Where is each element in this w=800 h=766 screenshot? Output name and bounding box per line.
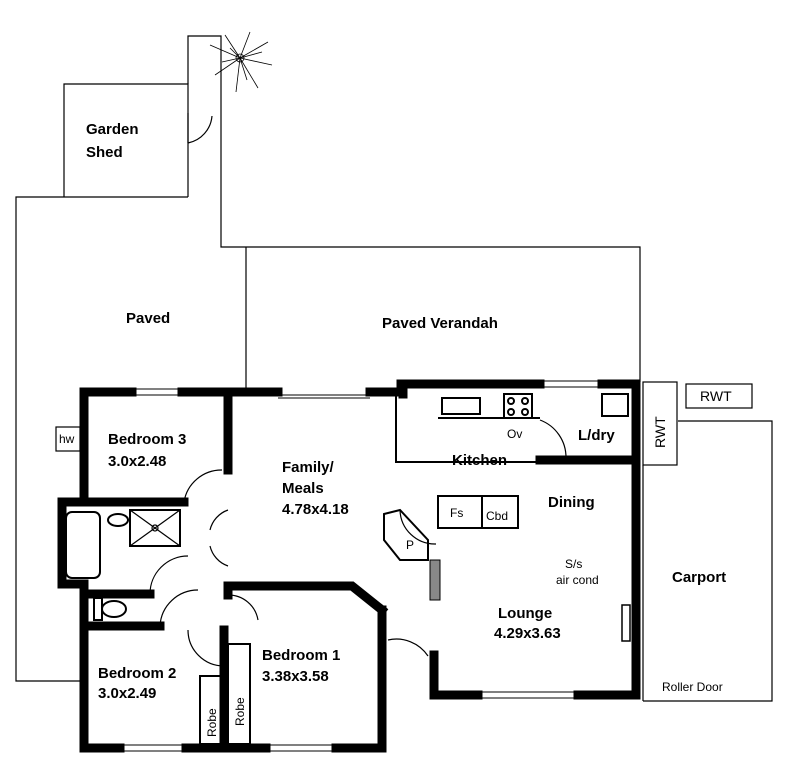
lounge-entry-door-swing bbox=[387, 638, 429, 657]
laundry-tub-icon bbox=[601, 393, 629, 417]
cupboard-label: Cbd bbox=[486, 509, 508, 523]
north-fence bbox=[187, 35, 246, 248]
robe-label-1: Robe bbox=[205, 708, 219, 737]
bath-door-swing bbox=[149, 555, 189, 595]
hw-label: hw bbox=[59, 432, 75, 446]
oven-label: Ov bbox=[507, 427, 522, 441]
bedroom3-door-swing bbox=[183, 469, 223, 503]
robe-bedroom2 bbox=[199, 675, 223, 745]
bedroom2-size: 3.0x2.49 bbox=[98, 685, 156, 702]
air-conditioner-icon bbox=[621, 604, 631, 642]
room-labels: Garden Shed Paved Paved Verandah RWT RWT… bbox=[59, 121, 732, 737]
aircon-label-1: S/s bbox=[565, 557, 582, 571]
bedroom3-name: Bedroom 3 bbox=[108, 431, 186, 448]
kitchen-label: Kitchen bbox=[452, 452, 507, 469]
lounge-size: 4.29x3.63 bbox=[494, 625, 561, 642]
bedroom3-size: 3.0x2.48 bbox=[108, 453, 166, 470]
pantry-label: P bbox=[406, 538, 414, 552]
bedroom1-door-swing bbox=[227, 594, 259, 621]
family-size: 4.78x4.18 bbox=[282, 501, 349, 518]
outdoor-outlines bbox=[15, 35, 773, 702]
aircon-label-2: air cond bbox=[556, 573, 599, 587]
bedroom1-name: Bedroom 1 bbox=[262, 647, 340, 664]
garden-shed-label-2: Shed bbox=[86, 144, 123, 161]
laundry-door-swing bbox=[539, 419, 567, 459]
paved-verandah-label: Paved Verandah bbox=[382, 315, 498, 332]
bathtub-icon bbox=[65, 511, 101, 579]
bedroom2-door-swing bbox=[187, 629, 225, 667]
windows bbox=[120, 380, 602, 752]
robe-label-2: Robe bbox=[233, 697, 247, 726]
exterior-walls bbox=[57, 379, 641, 753]
rwt-tank-box bbox=[685, 383, 753, 409]
carport-outline bbox=[643, 420, 773, 702]
carport-label: Carport bbox=[672, 569, 726, 586]
family-door-swing-1 bbox=[209, 509, 229, 531]
toilet-icon bbox=[93, 597, 103, 621]
rwt-label: RWT bbox=[700, 388, 732, 404]
family-name-2: Meals bbox=[282, 480, 324, 497]
cooktop-icon bbox=[503, 393, 533, 419]
kitchen-sink-icon bbox=[441, 397, 481, 415]
shower-icon bbox=[129, 509, 181, 547]
paved-label: Paved bbox=[126, 310, 170, 327]
robe-bedroom1 bbox=[227, 643, 251, 745]
dining-label: Dining bbox=[548, 494, 595, 511]
laundry-label: L/dry bbox=[578, 427, 615, 444]
bedroom2-name: Bedroom 2 bbox=[98, 665, 176, 682]
paved-outline bbox=[15, 196, 188, 682]
rwt-vertical-label: RWT bbox=[652, 416, 668, 448]
lounge-name: Lounge bbox=[498, 605, 552, 622]
pantry bbox=[383, 508, 429, 561]
palm-tree-icon bbox=[209, 31, 273, 93]
roller-door-label: Roller Door bbox=[662, 680, 723, 694]
shed-door-swing bbox=[187, 115, 213, 144]
basin-icon bbox=[107, 513, 129, 527]
garden-shed-outline bbox=[63, 83, 189, 197]
rwt-tank-vertical bbox=[642, 381, 678, 466]
verandah-outline bbox=[246, 246, 641, 382]
family-name: Family/ bbox=[282, 459, 335, 476]
island-bench bbox=[437, 495, 519, 529]
fridge-space-label: Fs bbox=[450, 506, 463, 520]
fireplace-icon bbox=[429, 559, 441, 601]
hall-door-swing bbox=[159, 589, 199, 627]
garden-shed-label: Garden bbox=[86, 121, 139, 138]
bedroom1-size: 3.38x3.58 bbox=[262, 668, 329, 685]
interior-fixtures bbox=[65, 393, 644, 745]
